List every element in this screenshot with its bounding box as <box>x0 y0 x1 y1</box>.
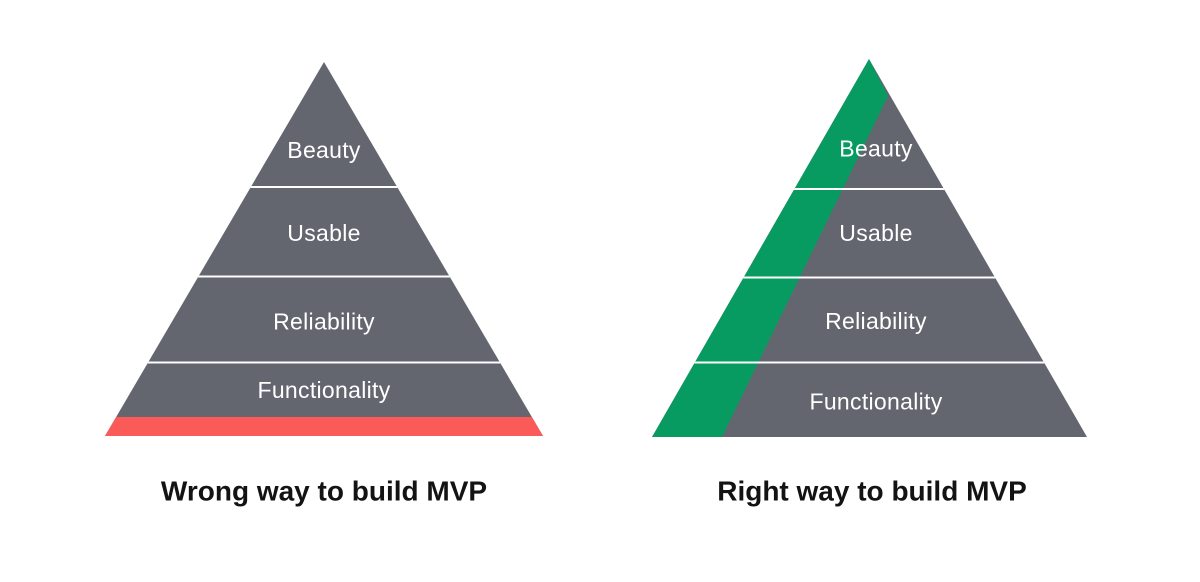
left-layer-label-reliability: Reliability <box>273 309 375 335</box>
wrong-way-caption: Wrong way to build MVP <box>161 476 487 507</box>
left-layer-label-usable: Usable <box>287 220 360 246</box>
left-layer-label-beauty: Beauty <box>287 137 361 163</box>
divider-line <box>105 186 543 188</box>
divider-line <box>652 361 1087 364</box>
right-layer-label-functionality: Functionality <box>809 389 942 415</box>
wrong-way-pyramid: Beauty Usable Reliability Functionality … <box>105 62 543 507</box>
right-layer-label-usable: Usable <box>839 220 912 246</box>
red-bottom-stripe <box>105 417 543 436</box>
divider-line <box>652 276 1087 279</box>
right-layer-label-beauty: Beauty <box>839 136 913 162</box>
wrong-way-pyramid-body <box>105 62 543 436</box>
right-layer-label-reliability: Reliability <box>825 308 927 334</box>
divider-line <box>105 361 543 364</box>
divider-line <box>652 188 1087 190</box>
left-layer-label-functionality: Functionality <box>257 377 390 403</box>
divider-line <box>105 275 543 278</box>
green-diagonal-stripe <box>652 59 888 437</box>
right-way-caption: Right way to build MVP <box>717 476 1027 507</box>
right-way-pyramid: Beauty Usable Reliability Functionality … <box>652 59 1087 507</box>
